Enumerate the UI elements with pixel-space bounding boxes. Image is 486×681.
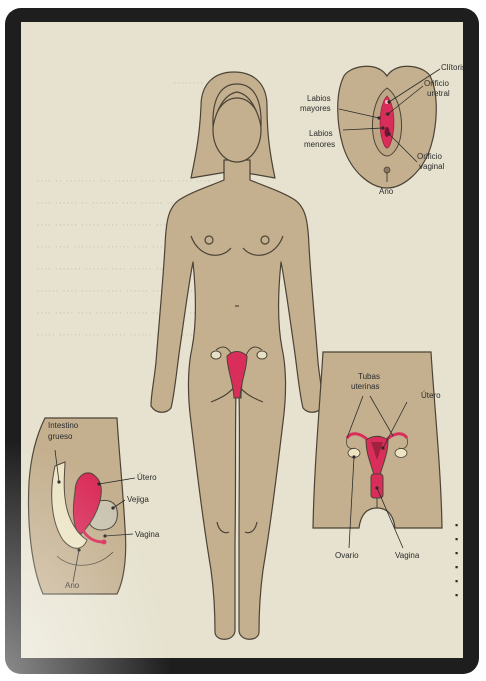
ovary-right xyxy=(395,449,407,458)
label-intestino-1: Intestino xyxy=(48,421,79,430)
label-utero-left: Útero xyxy=(137,473,157,482)
label-clitoris: Clítoris xyxy=(441,63,463,72)
label-orificio-vaginal-1: Orificio xyxy=(417,152,442,161)
label-labios-menores-2: menores xyxy=(304,140,335,149)
photo-frame: ········ ·· ······· ···· ·· ········ ···… xyxy=(5,8,479,674)
label-ano-top: Ano xyxy=(379,187,394,196)
label-vagina-left: Vagina xyxy=(135,530,160,539)
body-silhouette xyxy=(151,160,323,639)
label-orificio-uretral-1: Orificio xyxy=(424,79,449,88)
book-page: ········ ·· ······· ···· ·· ········ ···… xyxy=(21,22,463,658)
face xyxy=(213,98,261,162)
label-tubas-2: uterinas xyxy=(351,382,379,391)
vagina-front xyxy=(371,474,383,498)
external-genitalia-inset: Clítoris Orificio uretral Labios mayores… xyxy=(300,63,463,196)
internal-front-inset: Tubas uterinas Útero Ovario Vagina xyxy=(313,352,442,560)
sagittal-inset: Intestino grueso Útero Vejiga Vagina Ano xyxy=(29,418,160,594)
label-intestino-2: grueso xyxy=(48,432,73,441)
label-labios-mayores-2: mayores xyxy=(300,104,331,113)
label-vejiga: Vejiga xyxy=(127,495,149,504)
label-labios-mayores-1: Labios xyxy=(307,94,331,103)
label-ovario: Ovario xyxy=(335,551,359,560)
label-ano-left: Ano xyxy=(65,581,80,590)
label-orificio-vaginal-2: vaginal xyxy=(419,162,445,171)
label-utero-right: Útero xyxy=(421,391,441,400)
label-orificio-uretral-2: uretral xyxy=(427,89,450,98)
label-labios-menores-1: Labios xyxy=(309,129,333,138)
label-tubas-1: Tubas xyxy=(358,372,380,381)
label-vagina-right: Vagina xyxy=(395,551,420,560)
page-edge-glyphs: ▪▪▪▪▪▪ xyxy=(455,518,458,602)
